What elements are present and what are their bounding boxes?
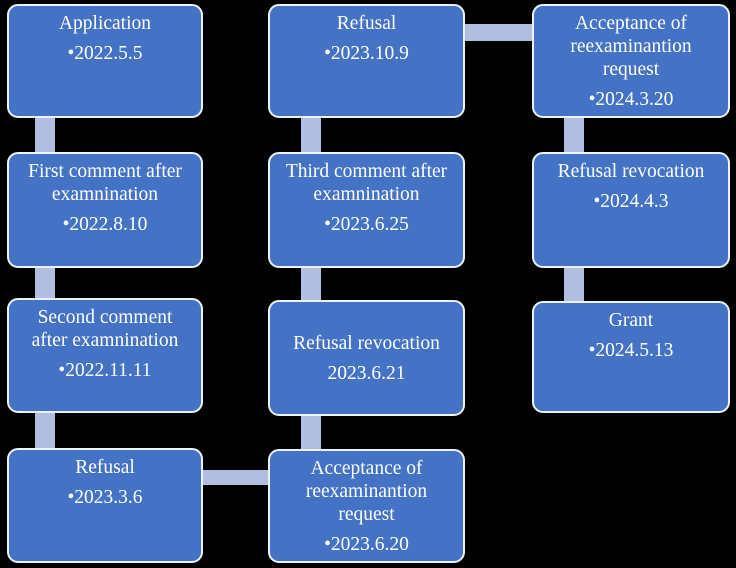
node-date: •2022.8.10 bbox=[62, 214, 148, 235]
node-title: Second comment after examnination bbox=[31, 307, 179, 351]
node-title: Third comment after examnination bbox=[285, 161, 448, 205]
node-date: 2023.6.21 bbox=[327, 362, 406, 384]
node-date: •2022.11.11 bbox=[58, 360, 152, 381]
connector-left-column-2 bbox=[35, 255, 55, 310]
node-date: •2024.3.20 bbox=[588, 89, 674, 110]
flow-node-refusal-2: Refusal •2023.10.9 bbox=[268, 4, 465, 118]
flow-node-refusal-1: Refusal •2023.3.6 bbox=[7, 448, 203, 563]
bullet: • bbox=[588, 89, 596, 110]
bullet: • bbox=[324, 214, 331, 235]
node-title: Refusal revocation bbox=[557, 161, 705, 182]
connector-middle-column-2 bbox=[301, 255, 321, 310]
node-date: •2024.5.13 bbox=[588, 340, 674, 361]
node-title: Refusal bbox=[336, 13, 397, 34]
bullet: • bbox=[324, 43, 331, 64]
node-date: •2023.6.20 bbox=[324, 534, 409, 555]
flow-node-first-comment: First comment after examnination •2022.8… bbox=[7, 152, 203, 268]
node-title: First comment after examnination bbox=[28, 161, 182, 205]
node-date: •2022.5.5 bbox=[67, 43, 143, 64]
flow-node-acceptance-request-1: Acceptance of reexaminantion request •20… bbox=[268, 449, 465, 563]
node-title: Application bbox=[58, 13, 152, 34]
flow-node-third-comment: Third comment after examnination •2023.6… bbox=[268, 152, 465, 268]
node-title: Acceptance of reexaminantion request bbox=[570, 13, 692, 80]
bullet: • bbox=[62, 214, 70, 235]
node-date: •2023.6.25 bbox=[324, 214, 409, 235]
node-date: •2023.10.9 bbox=[324, 43, 409, 64]
flow-node-refusal-revocation-2: Refusal revocation •2024.4.3 bbox=[532, 152, 730, 268]
bullet: • bbox=[58, 360, 66, 381]
flow-node-application: Application •2022.5.5 bbox=[7, 4, 203, 118]
bullet: • bbox=[588, 340, 596, 361]
flow-node-acceptance-request-2: Acceptance of reexaminantion request •20… bbox=[532, 4, 730, 118]
node-title: Grant bbox=[608, 310, 654, 331]
bullet: • bbox=[593, 191, 601, 212]
flow-node-second-comment: Second comment after examnination •2022.… bbox=[7, 298, 203, 413]
connector-top-row-horizontal bbox=[455, 24, 545, 41]
node-date: •2023.3.6 bbox=[67, 487, 143, 508]
connector-left-column-3 bbox=[35, 405, 55, 460]
bullet: • bbox=[67, 43, 75, 64]
flow-node-grant: Grant •2024.5.13 bbox=[532, 301, 730, 413]
node-title: Acceptance of reexaminantion request bbox=[305, 458, 428, 525]
bullet: • bbox=[324, 534, 331, 555]
connector-right-column-2 bbox=[564, 255, 584, 310]
node-title: Refusal bbox=[75, 457, 135, 478]
node-date: •2024.4.3 bbox=[593, 191, 669, 212]
node-title: Refusal revocation bbox=[293, 332, 440, 354]
connector-middle-column-3 bbox=[301, 405, 321, 460]
connector-bottom-row-horizontal bbox=[195, 470, 280, 485]
flow-node-refusal-revocation-1: Refusal revocation 2023.6.21 bbox=[268, 300, 465, 416]
bullet: • bbox=[67, 487, 75, 508]
